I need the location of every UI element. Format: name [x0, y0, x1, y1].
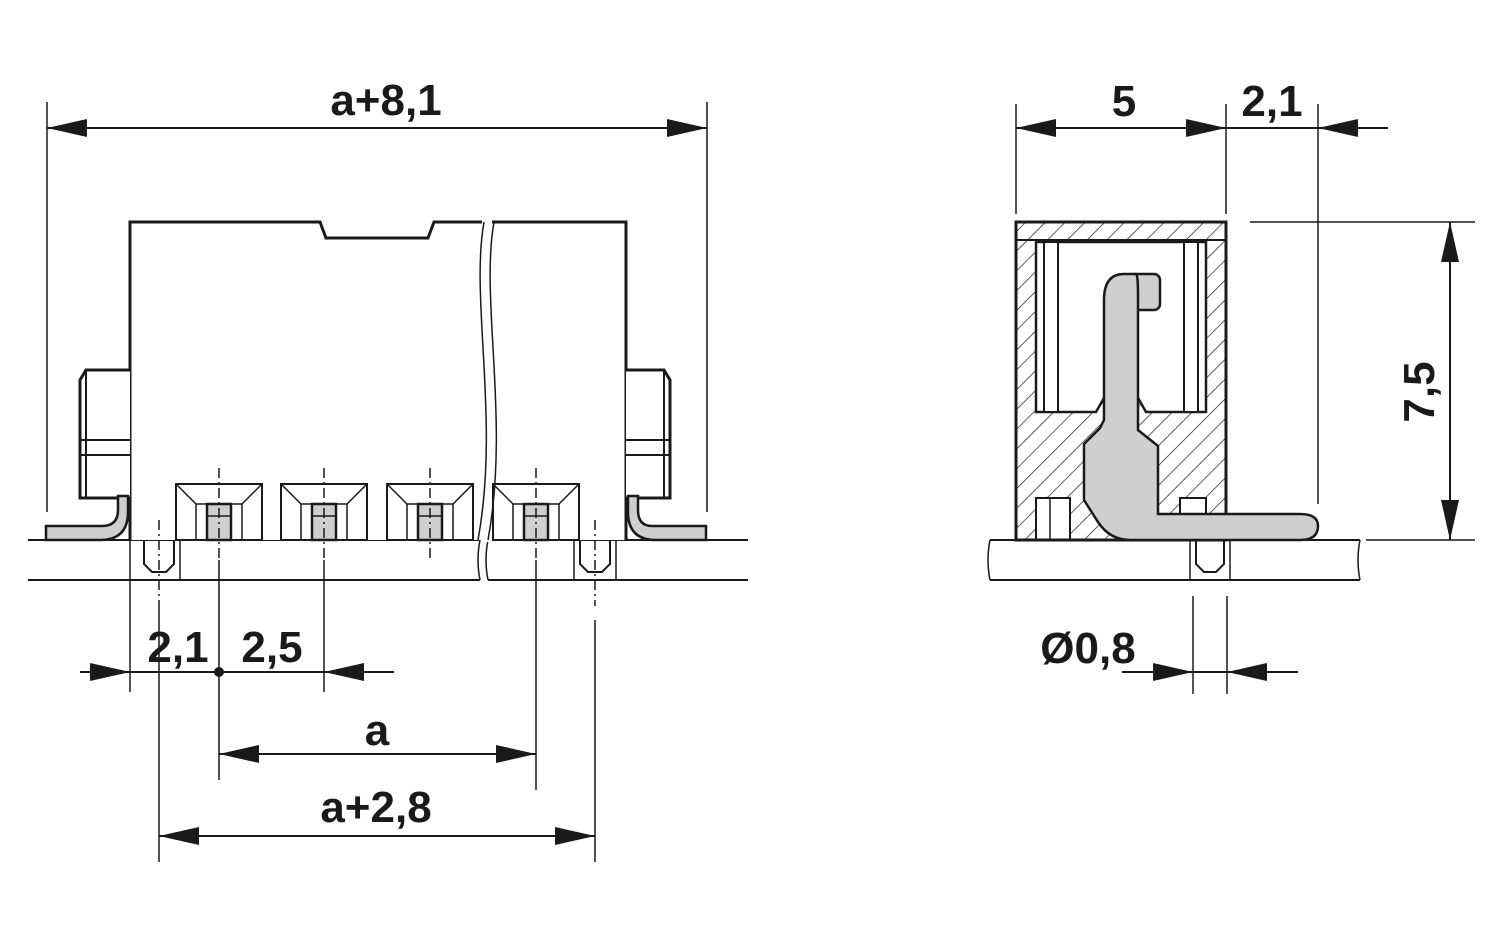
- dim-mount-span-label: a+2,8: [320, 783, 431, 832]
- front-right-latch: [626, 368, 672, 500]
- front-view: a+8,1 2,1 2,5 a a+2,8: [28, 76, 748, 862]
- dim-side-depth-label: 5: [1112, 77, 1136, 126]
- front-left-peg: [129, 540, 181, 580]
- dim-side-depth: 5 2,1: [1016, 77, 1388, 137]
- dim-peg-diameter-label: Ø0,8: [1040, 624, 1135, 673]
- front-pcb-board: [28, 539, 748, 581]
- dim-pin-pitch-label: 2,5: [241, 623, 302, 672]
- front-right-peg: [573, 540, 617, 580]
- front-left-latch: [78, 368, 130, 500]
- dim-side-height-label: 7,5: [1395, 361, 1444, 422]
- front-break-line: [477, 220, 498, 542]
- side-view: 5 2,1 7,5 Ø0,8: [987, 77, 1475, 694]
- front-left-solder-tab: [44, 494, 130, 542]
- dim-side-height: 7,5: [1395, 222, 1459, 540]
- dim-mount-span: a+2,8: [159, 783, 595, 845]
- front-center-lines: [158, 468, 596, 606]
- dim-peg-diameter: Ø0,8: [1040, 624, 1298, 681]
- dim-origin-dot: [214, 667, 224, 677]
- dim-edge-and-pitch: 2,1 2,5: [80, 623, 394, 681]
- side-extension-lines: [1015, 104, 1475, 694]
- front-extension-lines: [46, 102, 708, 862]
- front-housing-body: [128, 220, 628, 540]
- front-right-solder-tab: [626, 494, 708, 542]
- dim-pin-span-label: a: [365, 706, 390, 755]
- dim-overall-width: a+8,1: [47, 76, 707, 137]
- dim-overall-width-label: a+8,1: [330, 76, 441, 125]
- side-contact-pin: [1082, 272, 1320, 542]
- dim-pin-span: a: [219, 706, 536, 763]
- side-pcb-board: [987, 539, 1361, 581]
- dim-pin-overhang-label: 2,1: [1241, 77, 1302, 126]
- side-peg: [1189, 540, 1231, 580]
- dim-edge-offset-label: 2,1: [147, 623, 208, 672]
